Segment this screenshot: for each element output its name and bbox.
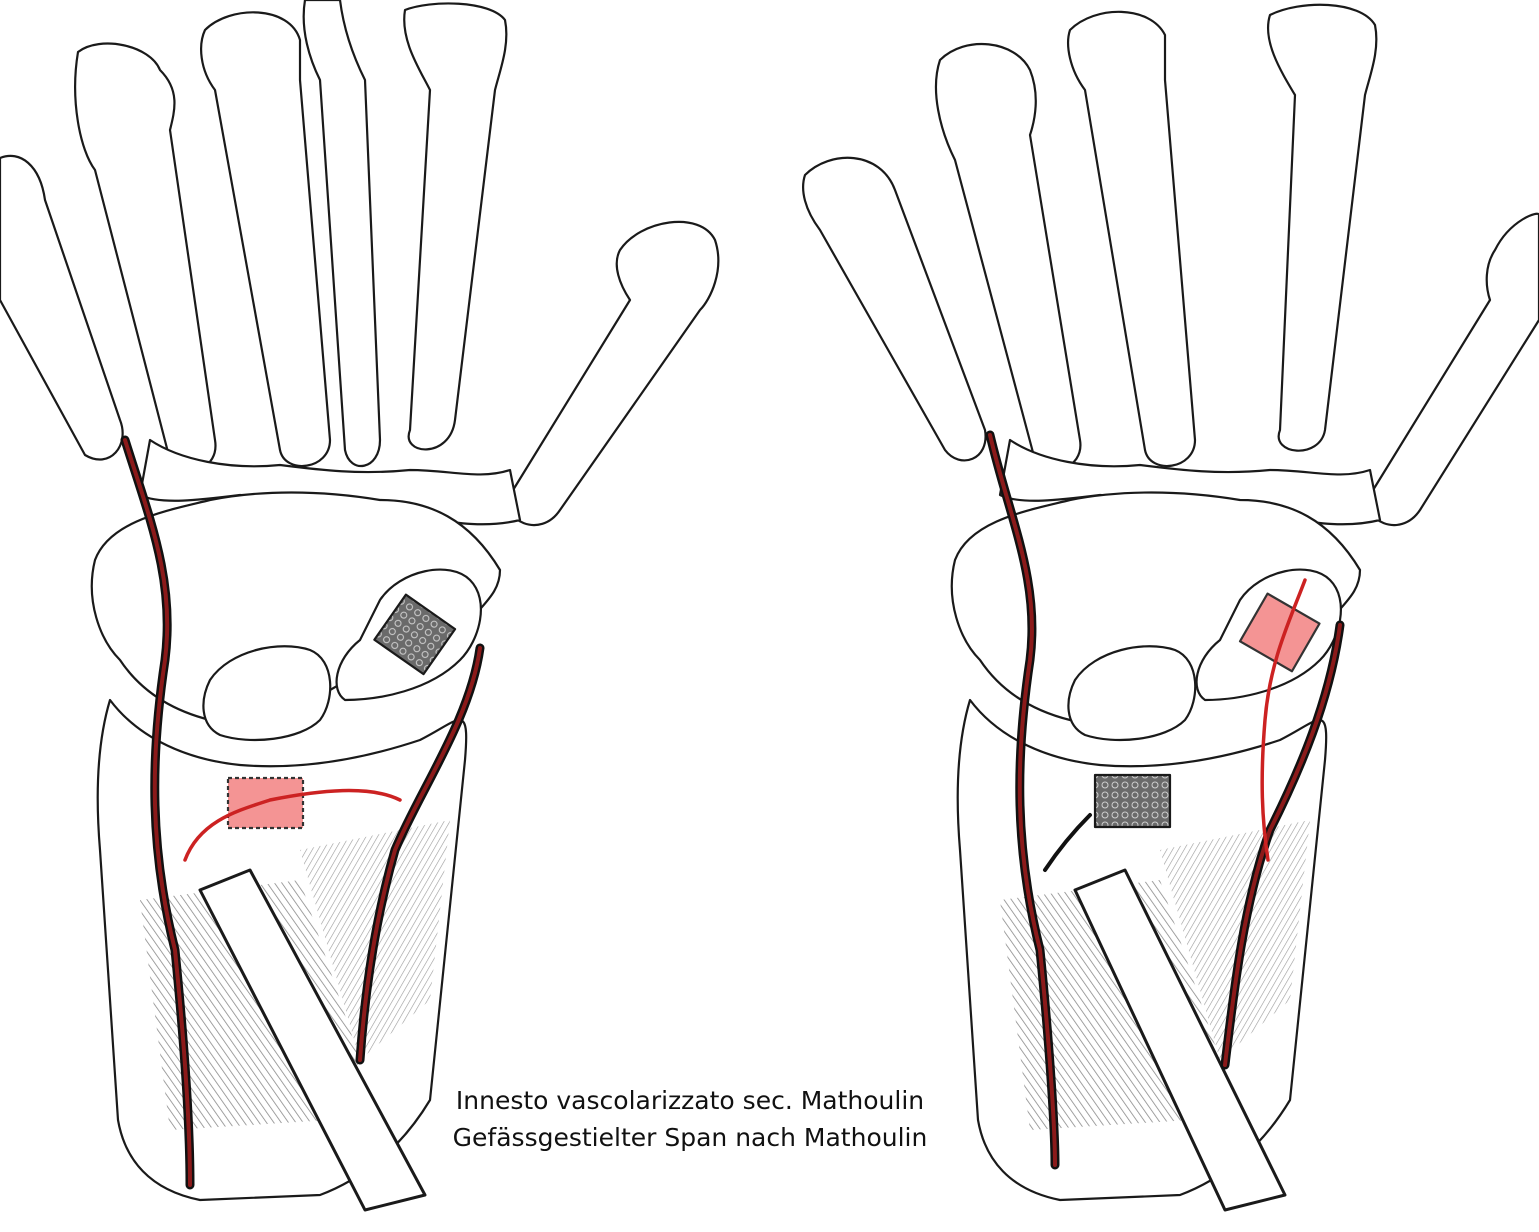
left-graft-dark	[373, 593, 457, 676]
left-lunate	[202, 645, 332, 742]
right-retractor	[1073, 868, 1287, 1212]
left-thumb-bone	[507, 220, 720, 527]
left-middle-finger-bone	[200, 11, 332, 468]
left-little-finger-bone	[0, 154, 124, 461]
right-index-finger-bone	[1266, 3, 1378, 452]
left-retractor	[198, 868, 427, 1212]
left-ring-finger-bone	[74, 42, 217, 472]
right-little-finger-bone	[802, 156, 987, 462]
caption-line-italian: Innesto vascolarizzato sec. Mathoulin	[455, 1086, 925, 1115]
right-lunate	[1067, 645, 1197, 742]
figure-caption: Innesto vascolarizzato sec. Mathoulin Ge…	[410, 1082, 970, 1156]
left-index-finger-bone	[302, 0, 382, 468]
right-arteries	[985, 430, 1345, 1170]
left-arteries	[120, 435, 485, 1190]
right-ring-finger-bone	[934, 42, 1082, 472]
left-index2-finger-bone	[403, 2, 508, 451]
right-hand-figure	[802, 3, 1539, 1212]
right-thumb-bone	[1367, 212, 1539, 527]
right-graft-dark	[1093, 773, 1172, 829]
right-middle-finger-bone	[1067, 10, 1197, 468]
right-muscle-shade-2	[1160, 820, 1310, 1060]
caption-line-german: Gefässgestielter Span nach Mathoulin	[452, 1123, 928, 1152]
